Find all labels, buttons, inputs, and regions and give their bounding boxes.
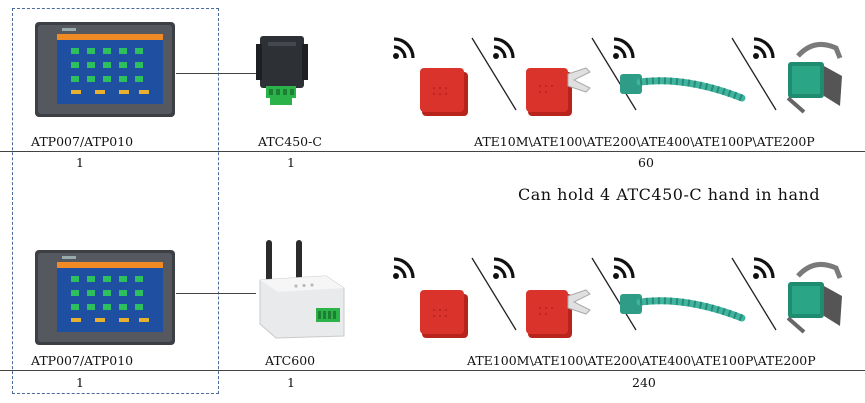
screen-count: 1 (76, 155, 84, 170)
red-fork-sensor-icon (526, 67, 591, 116)
separator-slash (591, 37, 637, 111)
atc600-wireless-gateway-icon (259, 240, 345, 339)
separator-slash (731, 257, 777, 331)
screen-group-box (12, 8, 219, 394)
hmi-touch-screen-icon (35, 22, 175, 117)
wifi-signal-icon (613, 257, 635, 279)
wifi-signal-icon (393, 37, 415, 59)
connector-line (176, 293, 256, 294)
wifi-signal-icon (493, 257, 515, 279)
red-fork-sensor-icon (526, 289, 591, 338)
separator-slash (471, 257, 517, 331)
green-strap-sensor-icon (620, 74, 746, 102)
wifi-signal-icon (753, 257, 775, 279)
atc450-c-module-icon (256, 36, 308, 105)
red-sensor-box-icon (420, 68, 468, 116)
gateway-label: ATC450-C (258, 134, 322, 149)
wifi-signal-icon (493, 37, 515, 59)
sensors-label: ATE100M\ATE100\ATE200\ATE400\ATE100P\ATE… (467, 353, 816, 368)
wifi-signal-icon (613, 37, 635, 59)
sensors-count: 240 (632, 375, 656, 390)
gateway-count: 1 (287, 375, 295, 390)
hmi-touch-screen-icon (35, 250, 175, 345)
screen-label: ATP007/ATP010 (31, 134, 134, 149)
clamp-sensor-icon (786, 261, 843, 334)
separator-slash (471, 37, 517, 111)
green-strap-sensor-icon (620, 294, 746, 322)
gateway-label: ATC600 (265, 353, 316, 368)
wifi-signal-icon (753, 37, 775, 59)
sensors-count: 60 (638, 155, 654, 170)
capacity-note: Can hold 4 ATC450-C hand in hand (518, 185, 821, 204)
red-sensor-box-icon (420, 290, 468, 338)
separator-slash (731, 37, 777, 111)
connector-line (176, 73, 256, 74)
screen-count: 1 (76, 375, 84, 390)
wifi-signal-icon (393, 257, 415, 279)
sensors-label: ATE10M\ATE100\ATE200\ATE400\ATE100P\ATE2… (474, 134, 815, 149)
clamp-sensor-icon (786, 41, 843, 114)
row-divider (0, 151, 865, 152)
row-divider (0, 370, 865, 371)
gateway-count: 1 (287, 155, 295, 170)
separator-slash (591, 257, 637, 331)
screen-label: ATP007/ATP010 (31, 353, 134, 368)
